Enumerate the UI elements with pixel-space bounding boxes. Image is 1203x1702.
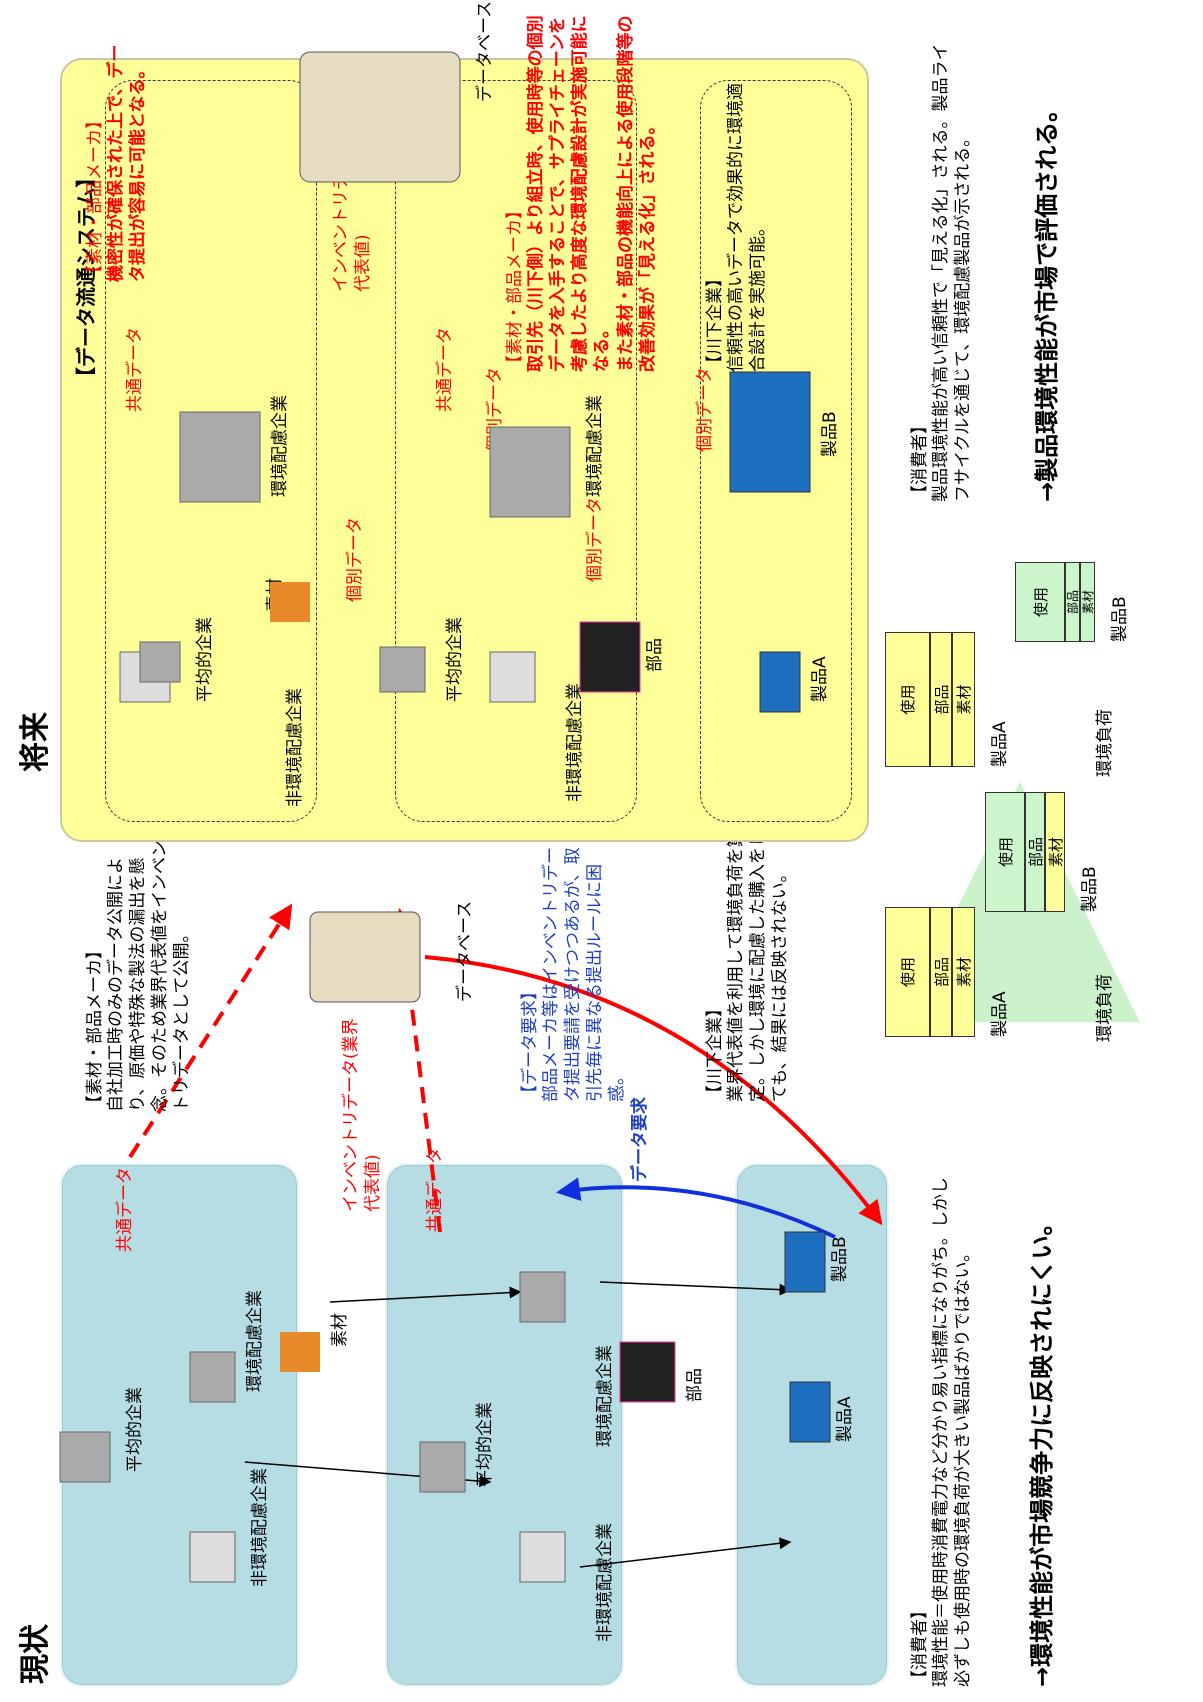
future-factory-icons [120, 412, 570, 702]
future-part-icon [580, 622, 640, 692]
current-material-icon [280, 1332, 320, 1372]
current-database-icon [310, 912, 420, 1002]
future-monitor-a-icon [760, 652, 800, 712]
future-monitor-b-icon [730, 372, 810, 492]
future-database-icon [300, 52, 460, 182]
current-part-icon [620, 1342, 675, 1402]
current-monitor-a-icon [790, 1382, 830, 1442]
current-factory-icons [60, 1272, 565, 1582]
current-monitor-b-icon [785, 1232, 825, 1292]
future-material-icon [270, 582, 310, 622]
